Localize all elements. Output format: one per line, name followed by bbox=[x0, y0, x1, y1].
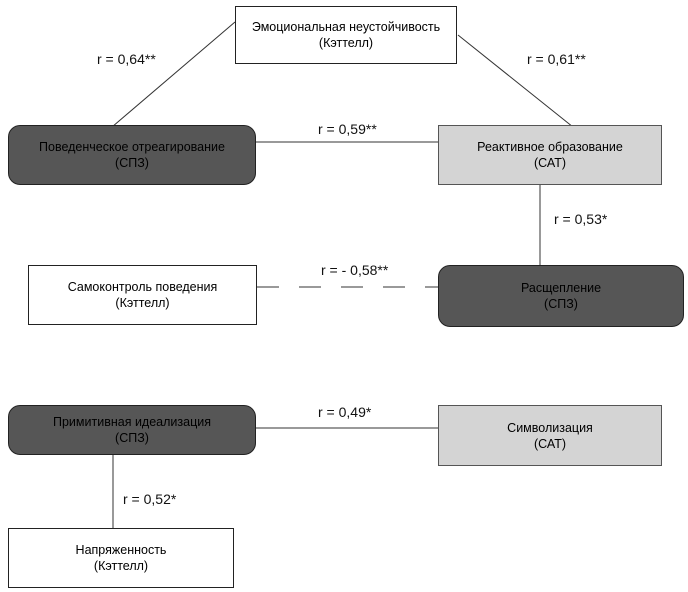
node-behavioral-acting-out: Поведенческое отреагирование (СПЗ) bbox=[8, 125, 256, 185]
edge-label-reactive-splitting: r = 0,53* bbox=[554, 211, 608, 227]
node-title: Самоконтроль поведения bbox=[67, 280, 218, 294]
node-subtitle: (САТ) bbox=[533, 436, 567, 451]
node-subtitle: (Кэттелл) bbox=[93, 559, 149, 573]
edge-label-emotional-behavioral: r = 0,64** bbox=[97, 51, 156, 67]
node-title: Реактивное образование bbox=[477, 140, 623, 154]
node-subtitle: (САТ) bbox=[533, 156, 567, 170]
node-splitting: Расщепление (СПЗ) bbox=[438, 265, 684, 327]
node-title: Эмоциональная неустойчивость bbox=[251, 20, 441, 34]
node-subtitle: (СПЗ) bbox=[115, 156, 149, 170]
node-subtitle: (СПЗ) bbox=[544, 297, 578, 311]
node-title: Поведенческое отреагирование bbox=[39, 140, 225, 154]
node-title: Расщепление bbox=[520, 281, 602, 295]
edge-label-behavioral-reactive: r = 0,59** bbox=[318, 121, 377, 137]
edge-label-idealization-tension: r = 0,52* bbox=[123, 491, 177, 507]
node-title: Примитивная идеализация bbox=[53, 415, 211, 429]
node-reactive-formation: Реактивное образование (САТ) bbox=[438, 125, 662, 185]
node-tension: Напряженность (Кэттелл) bbox=[8, 528, 234, 588]
node-symbolization: Символизация (САТ) bbox=[438, 405, 662, 466]
node-primitive-idealization: Примитивная идеализация (СПЗ) bbox=[8, 405, 256, 455]
node-title: Символизация bbox=[507, 420, 593, 435]
edge-label-idealization-symbolization: r = 0,49* bbox=[318, 404, 372, 420]
edge-line-emotional-behavioral bbox=[111, 21, 236, 128]
node-subtitle: (Кэттелл) bbox=[115, 296, 170, 310]
node-subtitle: (Кэттелл) bbox=[318, 36, 374, 50]
node-emotional-instability: Эмоциональная неустойчивость (Кэттелл) bbox=[235, 6, 457, 64]
edge-label-emotional-reactive: r = 0,61** bbox=[527, 51, 586, 67]
node-subtitle: (СПЗ) bbox=[115, 431, 149, 445]
edge-label-selfcontrol-splitting: r = - 0,58** bbox=[321, 262, 389, 278]
node-self-control: Самоконтроль поведения (Кэттелл) bbox=[28, 265, 257, 325]
node-title: Напряженность bbox=[75, 543, 167, 557]
edge-line-emotional-reactive bbox=[457, 34, 574, 128]
